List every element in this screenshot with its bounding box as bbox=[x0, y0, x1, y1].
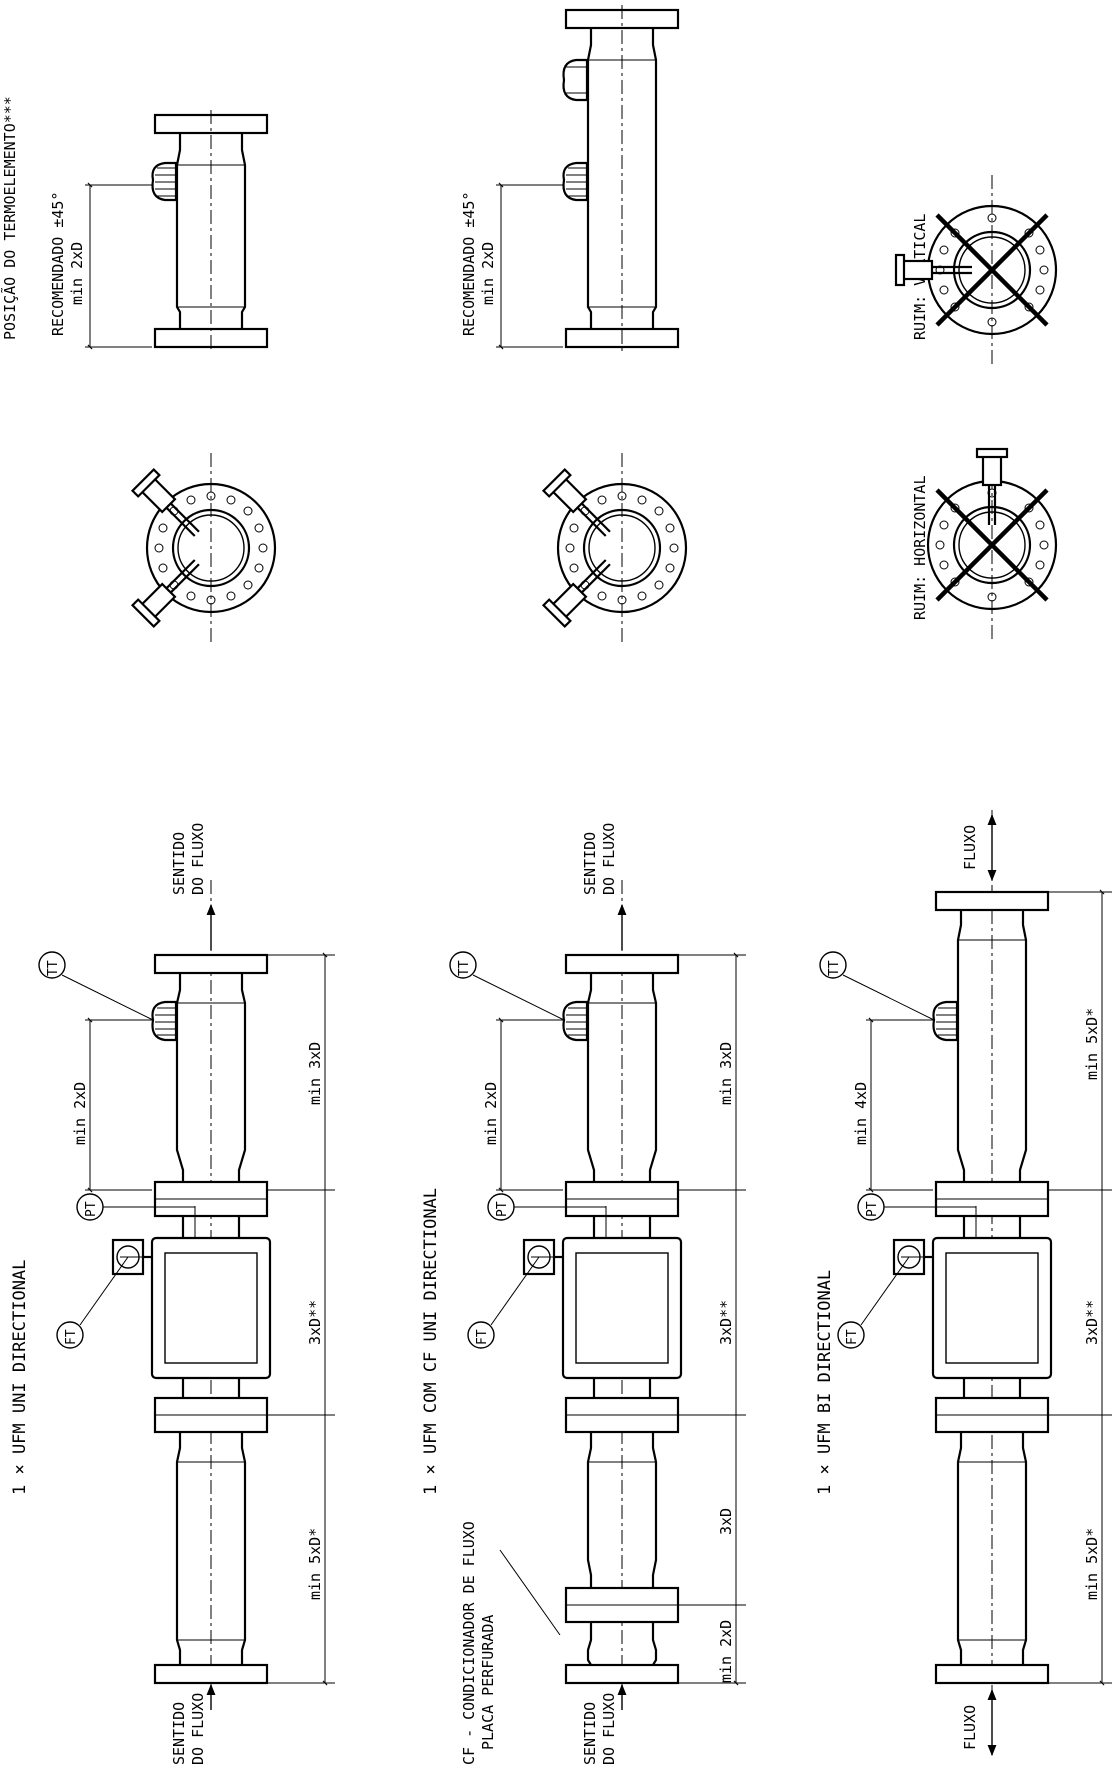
flow-out-label-2: DO FLUXO bbox=[189, 823, 207, 895]
flow-in-label-1: SENTIDO bbox=[170, 1702, 188, 1765]
thermowell-icon bbox=[151, 161, 178, 202]
dim-up: min 2xD bbox=[717, 1620, 735, 1683]
flow-bottom-label: FLUXO bbox=[961, 1705, 979, 1750]
min-2xd-label-2: min 2xD bbox=[479, 242, 497, 305]
spool-piece-2 bbox=[564, 5, 680, 352]
flange-section-good-1 bbox=[130, 453, 277, 643]
thermowell-icon bbox=[932, 1000, 959, 1042]
dim-down: min 3xD bbox=[306, 1042, 324, 1105]
tt-tag-label: TT bbox=[827, 960, 842, 976]
row-2-title: 1 × UFM COM CF UNI DIRECTIONAL bbox=[421, 1188, 441, 1495]
thermowell-icon bbox=[562, 58, 589, 102]
tt-tag: TT bbox=[819, 951, 935, 1021]
top-view-1: POSIÇÃO DO TERMOELEMENTO*** RECOMENDADO … bbox=[0, 96, 269, 352]
dim-tt: min 4xD bbox=[852, 1082, 870, 1145]
dim-cf: 3xD bbox=[717, 1508, 735, 1535]
pt-tag-label: PT bbox=[84, 1201, 99, 1217]
flange-section-good-2 bbox=[541, 453, 688, 643]
row-3-title: 1 × UFM BI DIRECTIONAL bbox=[815, 1270, 835, 1495]
dim-up: min 5xD* bbox=[1083, 1528, 1101, 1600]
dim-tt: min 2xD bbox=[482, 1082, 500, 1145]
dim-up: min 5xD* bbox=[306, 1528, 324, 1600]
thermowell-icon bbox=[151, 1000, 178, 1042]
dim-meter: 3xD** bbox=[1083, 1300, 1101, 1345]
dim-tt: min 2xD bbox=[71, 1082, 89, 1145]
thermowell-icon bbox=[894, 253, 972, 287]
tt-tag-label: TT bbox=[457, 960, 472, 976]
thermowell-icon bbox=[562, 1000, 589, 1042]
tt-tag: TT bbox=[38, 951, 154, 1021]
top-view-2: RECOMENDADO ±45° min 2xD bbox=[460, 5, 680, 352]
ft-tag-label: FT bbox=[845, 1329, 860, 1345]
pipe-run bbox=[561, 953, 683, 1685]
row-1-title: 1 × UFM UNI DIRECTIONAL bbox=[10, 1260, 30, 1495]
flow-out-label-1: SENTIDO bbox=[581, 832, 599, 895]
ft-tag: FT bbox=[56, 1256, 129, 1349]
flow-in-label-2: DO FLUXO bbox=[189, 1693, 207, 1765]
ft-tag: FT bbox=[837, 1256, 910, 1349]
pt-tag: PT bbox=[487, 1193, 606, 1221]
row-1-uni-directional: 1 × UFM UNI DIRECTIONAL bbox=[10, 823, 335, 1765]
dim-meter: 3xD** bbox=[306, 1300, 324, 1345]
cf-label-1: CF - CONDICIONADOR DE FLUXO bbox=[460, 1521, 478, 1765]
thermowell-icon bbox=[130, 467, 200, 537]
pt-tag: PT bbox=[76, 1193, 195, 1221]
flow-transmitter-icon bbox=[522, 1238, 563, 1276]
tt-tag: TT bbox=[449, 951, 565, 1021]
dim-down: min 3xD bbox=[717, 1042, 735, 1105]
bad-horizontal-label: RUIM: HORIZONTAL bbox=[911, 476, 929, 621]
ft-tag: FT bbox=[467, 1256, 540, 1349]
dim-meter: 3xD** bbox=[717, 1300, 735, 1345]
thermowell-icon bbox=[562, 161, 589, 202]
cf-label-2: PLACA PERFURADA bbox=[479, 1615, 497, 1750]
thermowell-icon bbox=[541, 559, 611, 629]
row-2-with-cf: 1 × UFM COM CF UNI DIRECTIONAL CF - COND… bbox=[421, 823, 746, 1765]
dim-down: min 5xD* bbox=[1083, 1008, 1101, 1080]
recommended-label-2: RECOMENDADO ±45° bbox=[460, 192, 478, 337]
recommended-label-1: RECOMENDADO ±45° bbox=[49, 192, 67, 337]
row-3-bi-directional: 1 × UFM BI DIRECTIONAL bbox=[815, 810, 1112, 1757]
flow-transmitter-icon bbox=[111, 1238, 152, 1276]
pipe-run bbox=[931, 890, 1053, 1685]
bad-horizontal-view: RUIM: HORIZONTAL bbox=[911, 447, 1058, 640]
spool-piece-1 bbox=[153, 110, 269, 352]
bad-vertical-view: RUIM: VERTICAL bbox=[894, 175, 1058, 365]
flow-out-label-2: DO FLUXO bbox=[600, 823, 618, 895]
flow-out-label-1: SENTIDO bbox=[170, 832, 188, 895]
flow-in-label-2: DO FLUXO bbox=[600, 1693, 618, 1765]
thermowell-icon bbox=[541, 467, 611, 537]
flow-in-label-1: SENTIDO bbox=[581, 1702, 599, 1765]
ft-tag-label: FT bbox=[64, 1329, 79, 1345]
flow-top-label: FLUXO bbox=[961, 825, 979, 870]
thermowell-icon bbox=[975, 447, 1009, 525]
min-2xd-label-1: min 2xD bbox=[68, 242, 86, 305]
thermoelement-position-title: POSIÇÃO DO TERMOELEMENTO*** bbox=[0, 96, 19, 340]
tt-tag-label: TT bbox=[46, 960, 61, 976]
thermowell-icon bbox=[130, 559, 200, 629]
pipe-run bbox=[150, 953, 272, 1685]
flow-transmitter-icon bbox=[892, 1238, 933, 1276]
ft-tag-label: FT bbox=[475, 1329, 490, 1345]
pt-tag: PT bbox=[857, 1193, 976, 1221]
pt-tag-label: PT bbox=[865, 1201, 880, 1217]
pt-tag-label: PT bbox=[495, 1201, 510, 1217]
